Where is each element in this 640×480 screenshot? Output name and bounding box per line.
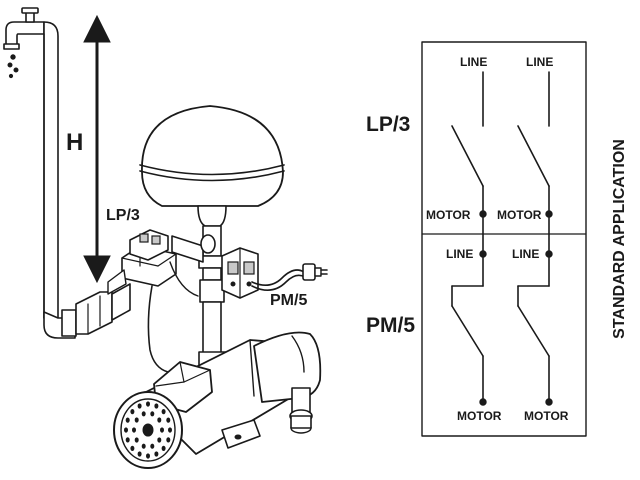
fan-grille-hole xyxy=(141,443,146,449)
pm5-switch-device xyxy=(221,247,259,299)
pm5-schematic-label: PM/5 xyxy=(366,314,415,337)
fan-grille-hole xyxy=(141,411,146,417)
fan-grille-hole xyxy=(137,451,142,457)
sensor-cable xyxy=(169,261,199,297)
upper-line-right: LINE xyxy=(526,55,553,69)
lower-line-left: LINE xyxy=(446,247,473,261)
discharge-pipe xyxy=(43,21,131,339)
expansion-tank xyxy=(139,105,285,227)
fan-grille-hole xyxy=(134,437,139,443)
fan-grille-hole xyxy=(160,427,164,433)
fan-grille-hole xyxy=(146,453,150,459)
fan-grille-hole xyxy=(161,445,166,451)
faucet-icon xyxy=(3,7,45,79)
upper-motor-left: MOTOR xyxy=(426,208,471,222)
fan-grille-hole xyxy=(150,411,155,417)
height-arrow xyxy=(83,14,111,284)
fan-grille xyxy=(124,401,172,459)
schematic-frame xyxy=(421,41,587,437)
lp3-switch-device xyxy=(107,229,177,295)
fan-grille-hole xyxy=(137,403,142,409)
upper-line-left: LINE xyxy=(460,55,487,69)
fan-grille-hole xyxy=(157,437,162,443)
power-cable xyxy=(251,263,328,291)
fan-grille-hole xyxy=(146,401,150,407)
fan-grille-hole xyxy=(125,417,130,423)
fan-grille-hole xyxy=(161,409,166,415)
upper-motor-right: MOTOR xyxy=(497,208,542,222)
fan-grille-hole xyxy=(157,417,162,423)
lp3-wiring xyxy=(451,71,553,255)
pm5-wiring xyxy=(451,250,553,406)
fan-grille-hole xyxy=(130,409,135,415)
height-label: H xyxy=(66,129,83,156)
lower-motor-right: MOTOR xyxy=(524,409,569,423)
fan-grille-hole xyxy=(130,445,135,451)
standard-application-caption: STANDARD APPLICATION xyxy=(611,139,628,339)
pm5-label: PM/5 xyxy=(270,292,307,309)
fan-grille-hole xyxy=(168,427,172,433)
fan-grille-hole xyxy=(134,417,139,423)
fan-grille-hole xyxy=(125,437,130,443)
fan-grille-hole xyxy=(132,427,136,433)
fan-grille-hole xyxy=(154,451,159,457)
wiring-schematic: LINE LINE MOTOR MOTOR LP/3 LINE LINE MOT… xyxy=(366,41,628,437)
lower-line-right: LINE xyxy=(512,247,539,261)
fan-grille-hole xyxy=(166,437,171,443)
installation-illustration: H xyxy=(3,7,328,469)
fan-grille-hole xyxy=(166,417,171,423)
lp3-schematic-label: LP/3 xyxy=(366,113,410,136)
fan-grille-hole xyxy=(124,427,128,433)
lower-motor-left: MOTOR xyxy=(457,409,502,423)
lp3-label: LP/3 xyxy=(106,207,140,224)
manifold-pipe xyxy=(171,225,228,367)
fan-grille-hole xyxy=(150,443,155,449)
motor-cable xyxy=(147,285,169,373)
fan-grille-hole xyxy=(154,403,159,409)
